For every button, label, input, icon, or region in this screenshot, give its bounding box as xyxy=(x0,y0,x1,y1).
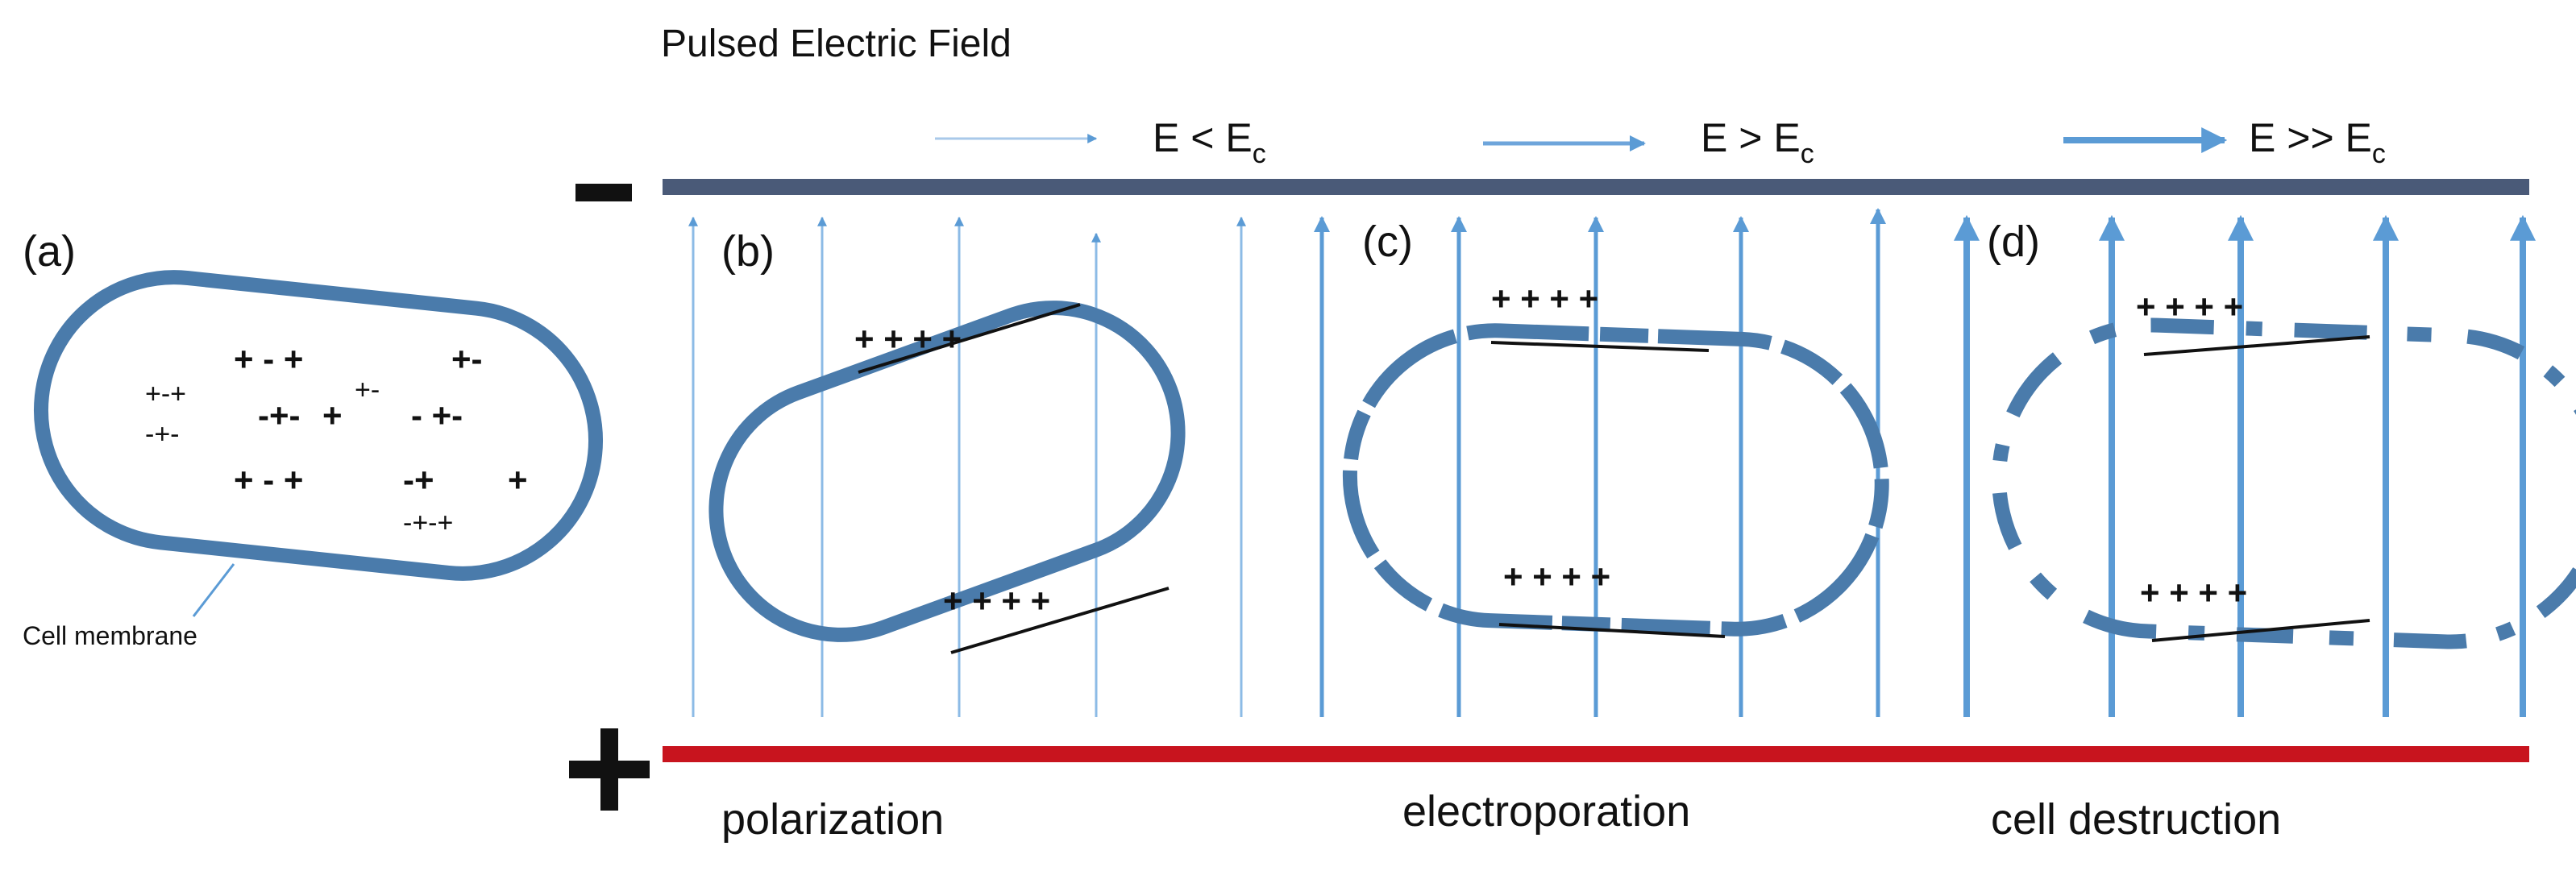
stage-label-destruction: cell destruction xyxy=(1991,795,2281,844)
svg-text:+ + + +: + + + + xyxy=(943,582,1050,620)
panel-label-b: (b) xyxy=(721,227,775,276)
panel-label-c: (c) xyxy=(1362,218,1413,266)
svg-text:+ + + +: + + + + xyxy=(854,320,962,358)
cell-c-charges: + + + + + + + + xyxy=(1490,280,1726,638)
diagram-title: Pulsed Electric Field xyxy=(661,23,1012,65)
svg-text:+ + + +: + + + + xyxy=(1491,280,1598,317)
svg-text:-+: -+ xyxy=(403,461,434,499)
svg-text:- +-: - +- xyxy=(411,396,463,434)
cell-b xyxy=(708,301,1186,642)
field-label-strong: E >> Ec xyxy=(2249,115,2386,169)
positive-electrode xyxy=(663,746,2529,762)
cell-b-charges: + + + + + + + + xyxy=(854,303,1170,654)
svg-text:+ + + +: + + + + xyxy=(2136,288,2243,326)
svg-text:+ - +: + - + xyxy=(234,340,303,378)
field-label-medium: E > Ec xyxy=(1701,115,1814,169)
panel-label-a: (a) xyxy=(23,227,76,276)
membrane-label: Cell membrane xyxy=(23,621,197,650)
cell-d xyxy=(1992,317,2576,649)
svg-text:+-+: +-+ xyxy=(145,379,186,409)
cell-c xyxy=(1342,323,1889,637)
positive-electrode-symbol-v xyxy=(600,728,618,811)
field-label-weak: E < Ec xyxy=(1153,115,1266,169)
svg-text:+ + + +: + + + + xyxy=(2140,574,2247,612)
stage-label-polarization: polarization xyxy=(721,795,944,844)
svg-text:+ - +: + - + xyxy=(234,461,303,499)
cell-a-charges: + - + +- +-+ -+- +- + -+- - +- + - + -+ … xyxy=(145,340,528,538)
stage-label-electroporation: electroporation xyxy=(1402,787,1690,836)
svg-text:+: + xyxy=(322,396,343,434)
membrane-pointer xyxy=(192,563,235,617)
cell-d-charges: + + + + + + + + xyxy=(2136,288,2370,642)
field-lines-b xyxy=(688,216,1246,717)
svg-text:-+-: -+- xyxy=(258,396,301,434)
svg-text:+ + + +: + + + + xyxy=(1503,558,1610,595)
panel-label-d: (d) xyxy=(1987,218,2040,266)
field-lines-c xyxy=(1314,208,1886,717)
svg-text:-+-+: -+-+ xyxy=(403,508,453,538)
negative-electrode-symbol xyxy=(575,184,632,201)
svg-text:-+-: -+- xyxy=(145,419,180,450)
svg-text:+-: +- xyxy=(355,375,380,405)
svg-text:+-: +- xyxy=(451,340,483,378)
svg-text:+: + xyxy=(508,461,528,499)
negative-electrode xyxy=(663,179,2529,195)
cell-a xyxy=(33,270,604,581)
